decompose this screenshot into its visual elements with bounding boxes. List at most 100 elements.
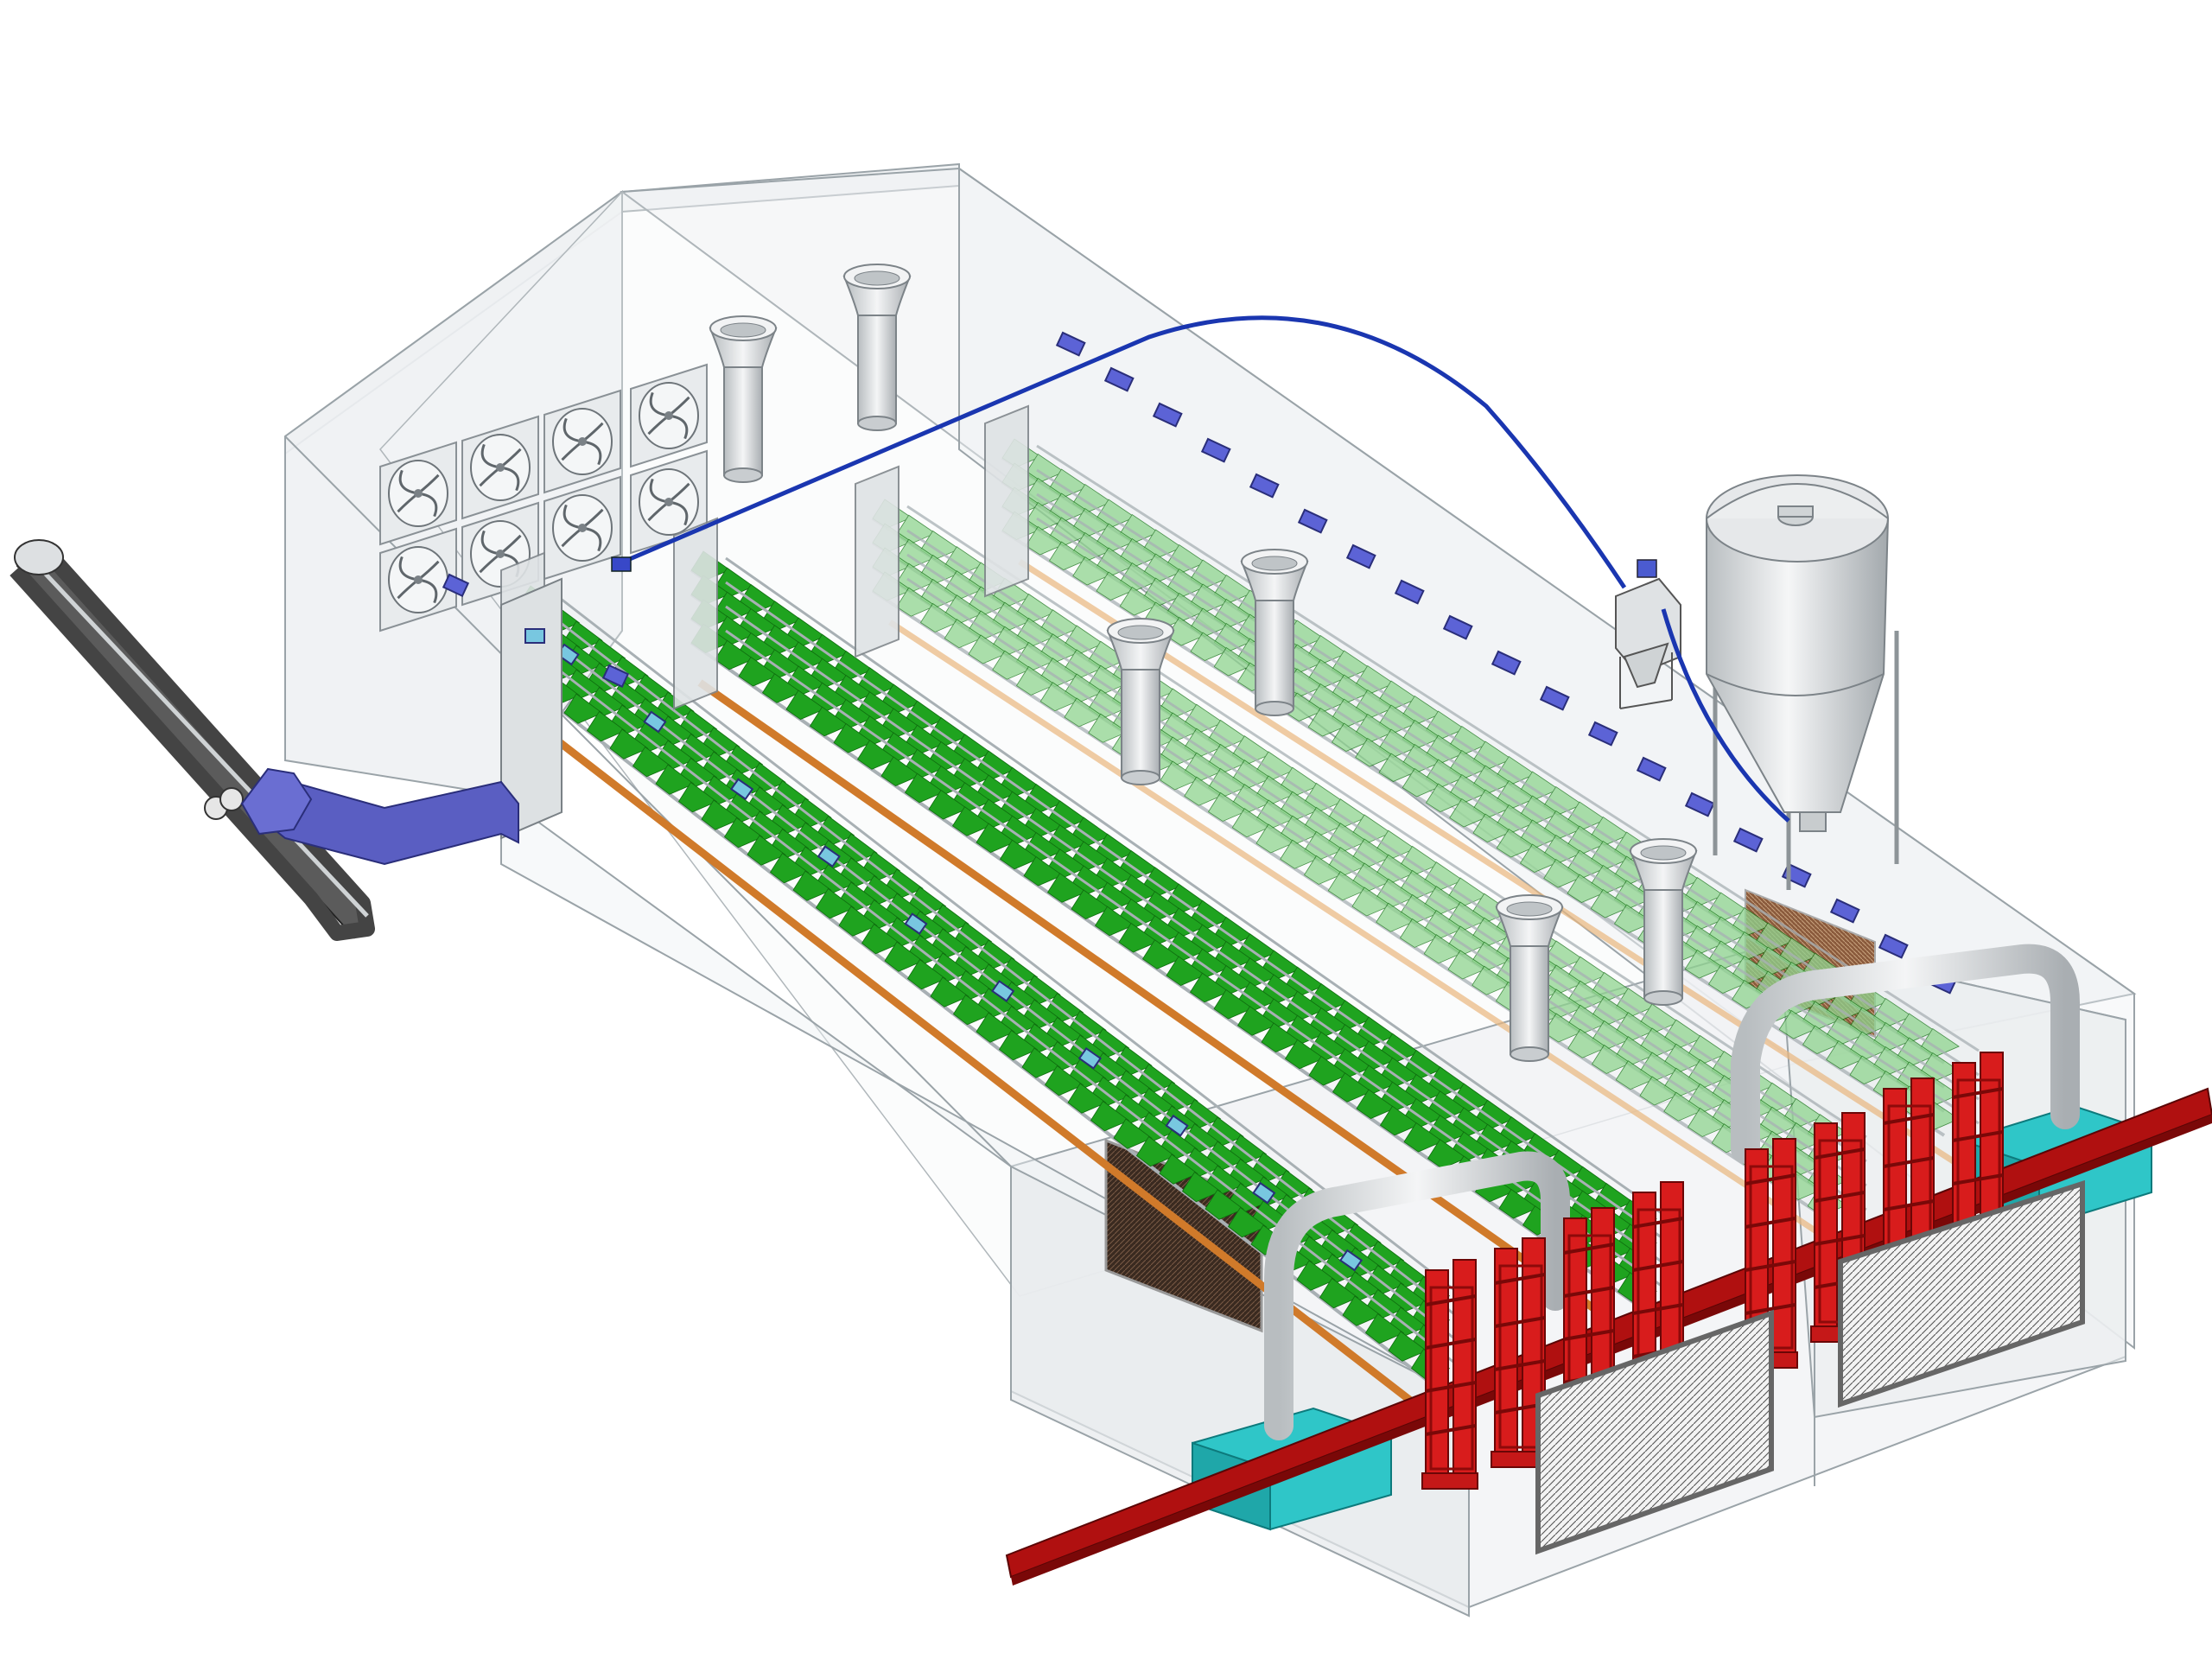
chimney xyxy=(1240,549,1309,716)
duct-right xyxy=(1731,944,2080,1164)
cage-rows xyxy=(500,404,1980,1429)
row-sensor xyxy=(991,980,1015,1002)
air-inlet xyxy=(1829,898,1860,924)
cage-end-frame xyxy=(673,517,718,710)
feed-trough xyxy=(747,835,786,866)
chimney-opening xyxy=(1506,901,1553,917)
row-sensor xyxy=(817,845,841,868)
row-sensor xyxy=(1077,1047,1102,1070)
rack-rail xyxy=(906,529,1867,1163)
exhaust-fan xyxy=(461,415,539,520)
cage-end-frame xyxy=(855,465,899,658)
elevator-rung xyxy=(1745,1260,1796,1272)
chimney-opening xyxy=(854,270,900,286)
feed-trough xyxy=(1227,1206,1268,1238)
fan-hub xyxy=(578,524,587,532)
chimney-opening xyxy=(720,322,766,338)
elevator-rung xyxy=(1563,1243,1615,1255)
fan-hub xyxy=(578,437,587,446)
rack-rail xyxy=(1036,444,1980,1052)
feed-trough xyxy=(861,923,901,955)
egg-belt xyxy=(697,679,1653,1351)
air-inlet xyxy=(1297,508,1328,534)
chimney-opening xyxy=(1640,845,1687,861)
conveyor-rail-top xyxy=(24,551,369,918)
feed-trough xyxy=(1342,1295,1382,1326)
air-inlet xyxy=(1394,579,1425,605)
grille-left xyxy=(1535,1309,1774,1555)
feed-trough xyxy=(998,1029,1039,1061)
elevator-rung xyxy=(1425,1381,1477,1393)
rack-rail xyxy=(552,591,1470,1303)
elevator-post xyxy=(1494,1248,1518,1465)
chimney-shaft xyxy=(1121,656,1160,779)
fan-hub xyxy=(496,463,505,472)
elevator-rung xyxy=(1814,1191,1866,1203)
feed-trough xyxy=(838,906,878,937)
rack-rail xyxy=(725,581,1677,1249)
exhaust-fan xyxy=(379,441,457,546)
feed-trough xyxy=(632,746,672,778)
cage-row xyxy=(500,551,1470,1429)
chimney xyxy=(1106,618,1175,785)
feed-trough xyxy=(1135,1135,1176,1167)
rack-rail xyxy=(725,556,1677,1225)
roof-ventilation-chimneys xyxy=(709,264,1698,1062)
feed-trough xyxy=(1113,1118,1153,1149)
chimney-shaft xyxy=(1643,876,1683,999)
feed-trough xyxy=(930,976,969,1007)
chimney xyxy=(1495,894,1564,1062)
elevator-foot xyxy=(1421,1472,1478,1490)
row-sensor xyxy=(1165,1114,1189,1137)
feed-trough xyxy=(1205,1189,1244,1220)
elevator-rung xyxy=(1952,1130,2004,1142)
cage-end-frame xyxy=(984,404,1029,598)
elevator-rung xyxy=(1952,1087,2004,1099)
silo-outlet xyxy=(1799,811,1827,832)
air-inlet xyxy=(1152,402,1183,428)
elevator-rung xyxy=(1883,1156,1935,1168)
air-inlet xyxy=(1103,366,1135,392)
feed-trough xyxy=(586,710,626,742)
feed-trough xyxy=(952,994,993,1026)
silo-cone-top xyxy=(1706,483,1889,519)
feed-trough xyxy=(1067,1083,1107,1114)
feed-trough xyxy=(701,799,741,830)
elevator-frame xyxy=(1429,1286,1474,1471)
elevator-rung xyxy=(1632,1260,1684,1272)
duct-left xyxy=(1264,1151,1570,1440)
fan-hub xyxy=(496,550,505,558)
fan-hub xyxy=(414,575,423,584)
elevator-rung xyxy=(1494,1273,1546,1285)
rack-rail xyxy=(906,553,1867,1187)
egg-belt xyxy=(888,620,1851,1255)
elevator-rung xyxy=(1814,1147,1866,1160)
feed-pipe-overhead xyxy=(613,315,1627,589)
chute-hopper xyxy=(240,767,313,836)
feed-silo xyxy=(1615,474,1899,890)
fan-hub xyxy=(664,498,673,506)
air-inlet xyxy=(1878,933,1909,959)
fan-hub xyxy=(664,411,673,420)
air-inlet xyxy=(601,664,630,688)
elevator-rung xyxy=(1425,1294,1477,1306)
air-inlet xyxy=(1345,543,1376,569)
air-inlet xyxy=(1684,791,1715,817)
feed-pipe-to-silo xyxy=(1661,608,1790,823)
air-inlet xyxy=(1587,721,1618,747)
air-inlet xyxy=(1055,331,1086,357)
feed-trough xyxy=(723,817,764,849)
feed-trough xyxy=(976,1012,1015,1043)
feed-trough xyxy=(1021,1047,1061,1078)
chimney-shaft xyxy=(857,302,897,424)
head-roller xyxy=(14,539,64,575)
feed-trough xyxy=(1159,1154,1198,1185)
tail-roller xyxy=(219,787,244,811)
chimney-base xyxy=(1121,770,1160,785)
rack-rail xyxy=(725,629,1677,1298)
chimney-opening xyxy=(1251,556,1298,571)
feed-trough xyxy=(1181,1171,1222,1203)
row-control-panel xyxy=(500,577,563,840)
